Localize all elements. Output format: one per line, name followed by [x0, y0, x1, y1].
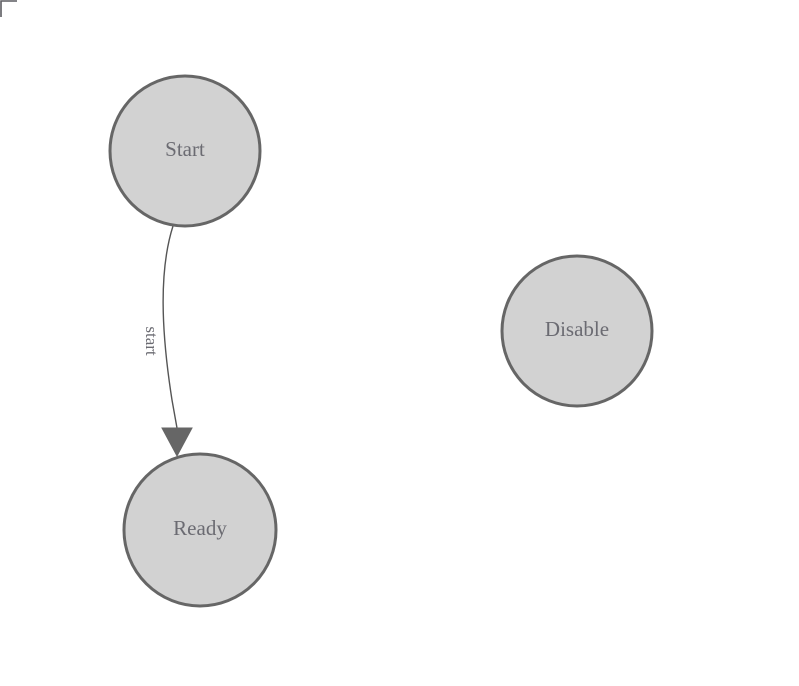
edge-label-start: start: [142, 326, 161, 356]
edge-line: [162, 225, 178, 429]
node-disable[interactable]: Disable: [500, 254, 654, 408]
node-ready[interactable]: Ready: [122, 452, 278, 608]
node-start[interactable]: Start: [108, 74, 262, 228]
edge-start-to-ready[interactable]: start: [142, 225, 193, 458]
canvas-corner-mark: [0, 0, 17, 17]
node-ready-label: Ready: [173, 516, 227, 540]
node-start-circle[interactable]: [108, 74, 262, 228]
node-ready-circle[interactable]: [122, 452, 278, 608]
node-disable-label: Disable: [545, 317, 609, 341]
node-start-label: Start: [165, 137, 205, 161]
node-disable-circle[interactable]: [500, 254, 654, 408]
arrowhead-icon: [161, 427, 193, 458]
